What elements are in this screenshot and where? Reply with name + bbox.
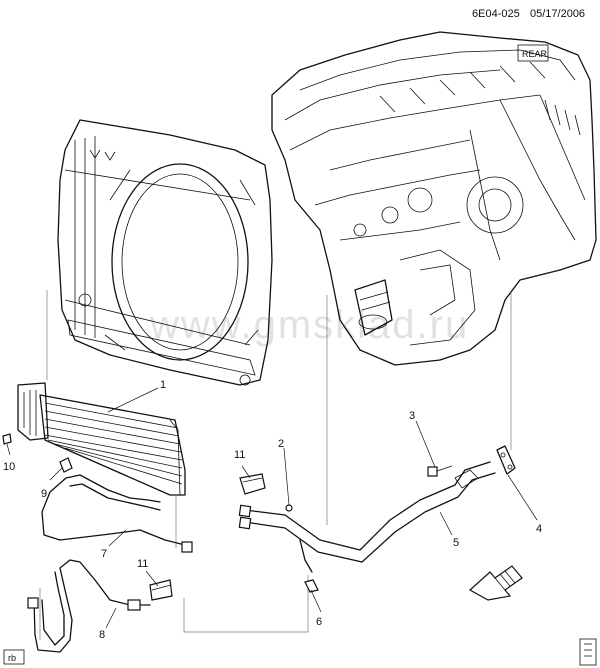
callout-3: 3	[409, 410, 415, 422]
callout-9: 9	[41, 488, 47, 500]
callout-6: 6	[316, 616, 322, 628]
watermark: www.gmsklad.ru	[149, 303, 469, 347]
engine-rear-label: REAR	[522, 49, 548, 59]
guide-line-lower	[183, 575, 309, 633]
bolt	[427, 465, 453, 477]
line-bracket	[496, 445, 516, 475]
clamp-upper	[239, 473, 266, 495]
callout-7: 7	[101, 548, 107, 560]
clip	[2, 433, 12, 445]
leader-lines	[6, 387, 538, 629]
corner-tag: rb	[8, 653, 16, 663]
callout-4: 4	[536, 523, 542, 535]
cooler-hose-upper	[41, 474, 186, 546]
diagram-id: 6E04-025	[472, 8, 520, 20]
diagram-date: 05/17/2006	[530, 8, 585, 20]
transmission-oil-cooler	[17, 382, 186, 496]
callout-10: 10	[3, 461, 15, 473]
corner-symbol	[579, 638, 597, 666]
radiator-shroud	[57, 119, 273, 386]
fitting	[59, 457, 73, 473]
callout-1: 1	[160, 379, 166, 391]
callout-11-upper: 11	[234, 449, 245, 461]
cooler-lines	[238, 461, 496, 573]
callout-5: 5	[453, 537, 459, 549]
clamp-lower	[149, 579, 173, 601]
callout-2: 2	[278, 438, 284, 450]
callout-8: 8	[99, 629, 105, 641]
nut	[285, 504, 293, 512]
front-direction-arrow	[468, 565, 523, 601]
engine-block: REAR	[271, 31, 597, 366]
cooler-hose-lower	[33, 559, 151, 653]
hose-clip	[304, 579, 319, 593]
callout-11-lower: 11	[137, 558, 148, 570]
